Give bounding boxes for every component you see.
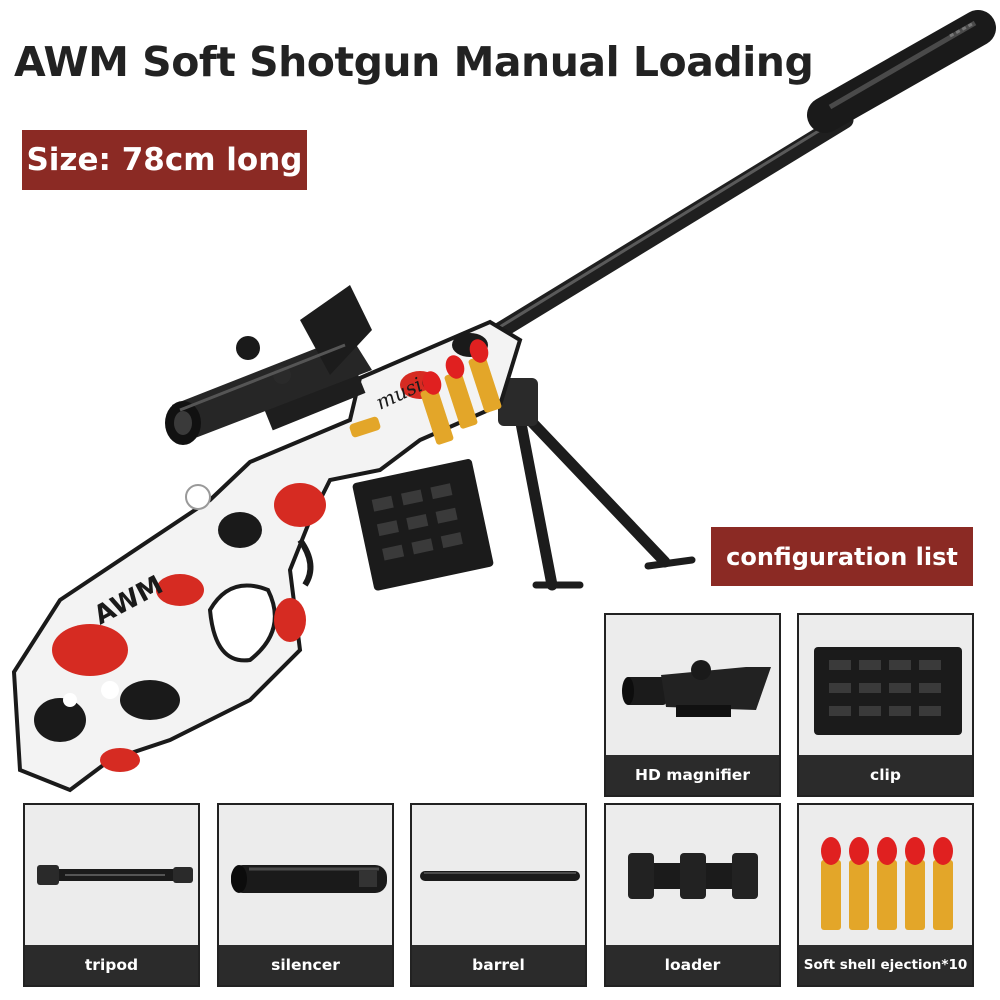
config-item-label: Soft shell ejection*10 (799, 945, 972, 985)
magazine-clip-icon (814, 647, 962, 735)
config-item-tripod: tripod (23, 803, 200, 987)
config-item-label: loader (606, 945, 779, 985)
config-item-label: HD magnifier (606, 755, 779, 795)
bipod-icon (498, 378, 696, 591)
config-item-label: barrel (412, 945, 585, 985)
config-item-label: tripod (25, 945, 198, 985)
configuration-list-tag: configuration list (711, 527, 973, 586)
config-item-barrel: barrel (410, 803, 587, 987)
config-item-soft-shells: Soft shell ejection*10 (797, 803, 974, 987)
config-item-clip: clip (797, 613, 974, 797)
silencer-icon (231, 865, 387, 893)
config-item-hd-magnifier: HD magnifier (604, 613, 781, 797)
size-tag: Size: 78cm long (22, 130, 307, 190)
scope-icon (622, 660, 771, 717)
side-shell-rack (349, 339, 502, 445)
config-item-label: silencer (219, 945, 392, 985)
config-item-silencer: silencer (217, 803, 394, 987)
page-title: AWM Soft Shotgun Manual Loading (14, 38, 814, 86)
barrel-icon (420, 871, 580, 881)
config-item-label: clip (799, 755, 972, 795)
config-item-loader: loader (604, 803, 781, 987)
scope-icon (165, 285, 372, 445)
shell-loader-icon (628, 853, 758, 899)
magazine-clip-icon (352, 459, 494, 591)
soft-shells-icon (821, 837, 953, 930)
bipod-icon (37, 865, 193, 885)
silencer-icon (807, 10, 996, 133)
rifle-product-image: AWM music (11, 10, 996, 793)
